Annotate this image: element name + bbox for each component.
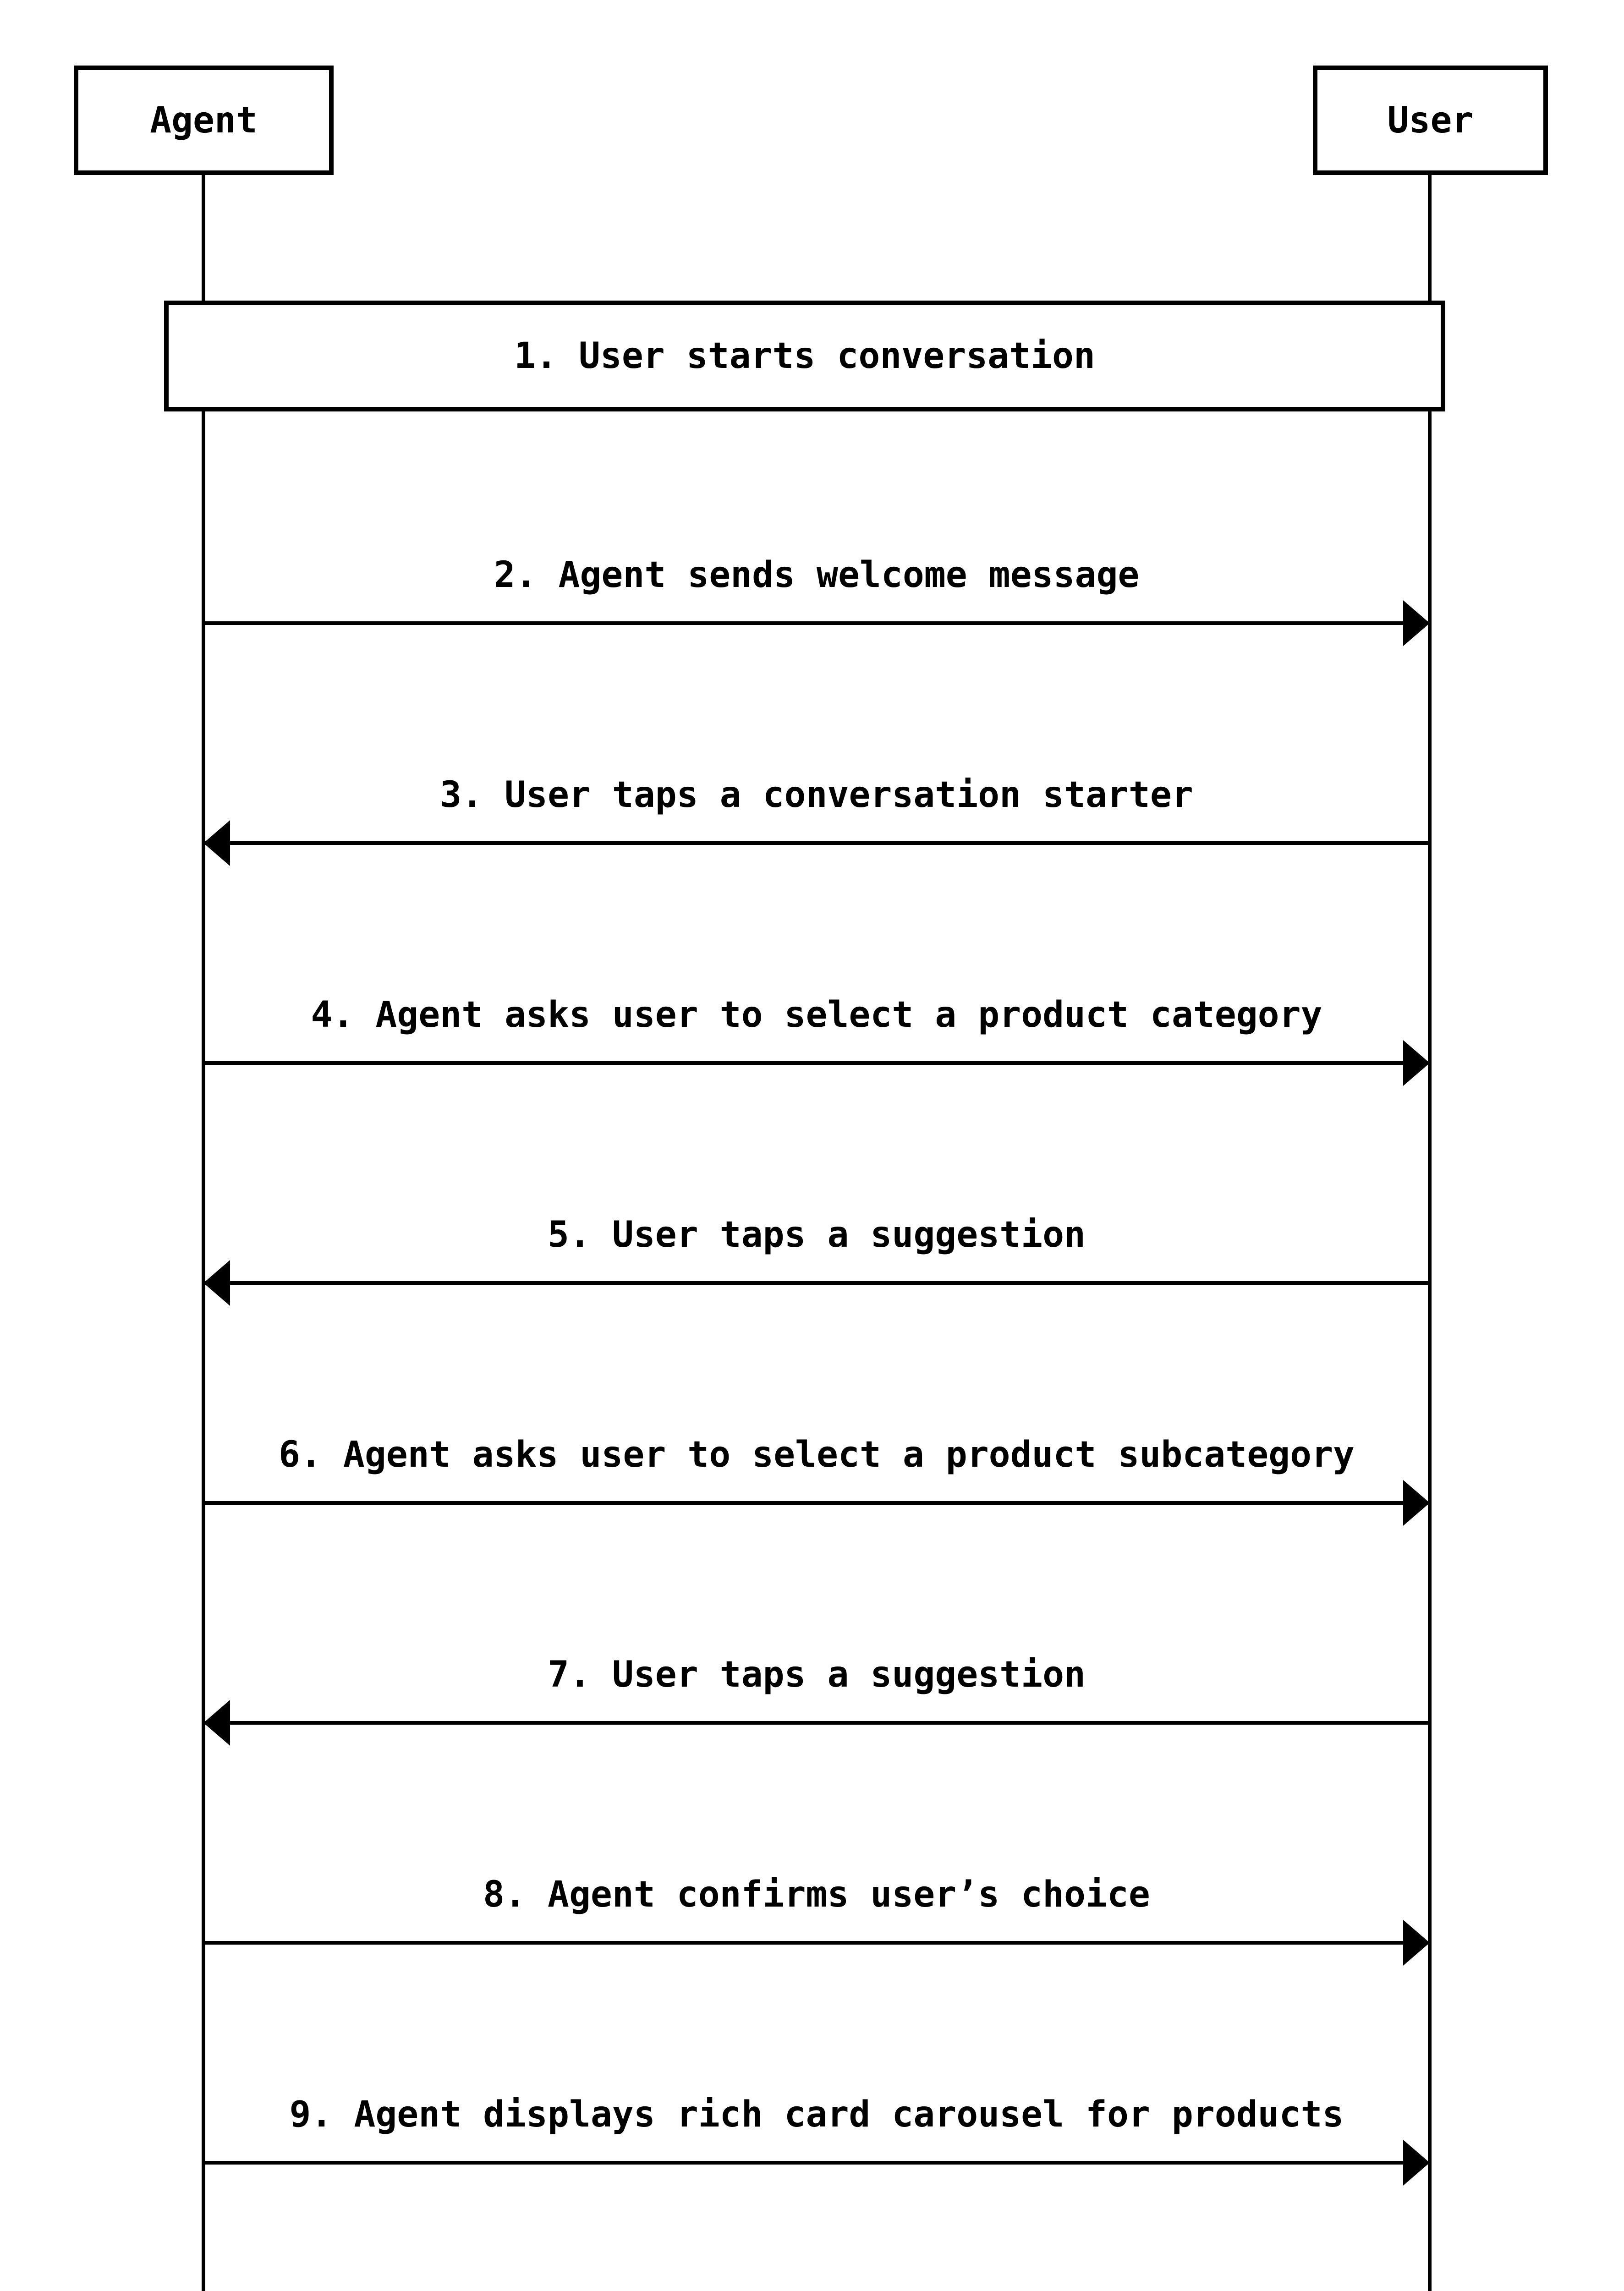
message-9-text: 9. Agent displays rich card carousel for… — [289, 2094, 1344, 2135]
message-5-arrowhead-icon — [203, 1260, 230, 1306]
actor-agent-top: Agent — [74, 66, 334, 175]
message-8-text: 8. Agent confirms user’s choice — [483, 1874, 1150, 1915]
message-3-label: 3. User taps a conversation starter — [203, 724, 1430, 818]
message-7-arrowhead-icon — [203, 1700, 230, 1746]
message-8-label: 8. Agent confirms user’s choice — [203, 1824, 1430, 1918]
message-8-arrowhead-icon — [1403, 1920, 1430, 1966]
message-8-arrow-line — [203, 1941, 1430, 1945]
message-7-arrow-line — [203, 1721, 1430, 1725]
actor-user-top-label: User — [1387, 99, 1474, 141]
message-4-label: 4. Agent asks user to select a product c… — [203, 944, 1430, 1038]
message-4-text: 4. Agent asks user to select a product c… — [311, 994, 1322, 1036]
actor-user-top: User — [1313, 66, 1548, 175]
message-7: 7. User taps a suggestion — [203, 1604, 1430, 1752]
user-lifeline — [1428, 175, 1432, 2291]
message-2-label: 2. Agent sends welcome message — [203, 504, 1430, 598]
message-6: 6. Agent asks user to select a product s… — [203, 1384, 1430, 1532]
message-6-arrow-line — [203, 1501, 1430, 1505]
message-6-text: 6. Agent asks user to select a product s… — [279, 1434, 1355, 1475]
message-2-arrow-line — [203, 621, 1430, 625]
message-2-text: 2. Agent sends welcome message — [494, 554, 1140, 596]
message-10: 10. User selects a product — [203, 2264, 1430, 2291]
message-7-text: 7. User taps a suggestion — [548, 1654, 1086, 1695]
agent-lifeline — [202, 175, 205, 2291]
message-9-arrowhead-icon — [1403, 2140, 1430, 2186]
message-4-arrow-line — [203, 1061, 1430, 1065]
message-3-arrowhead-icon — [203, 820, 230, 866]
message-3-arrow-line — [203, 841, 1430, 845]
message-5-arrow-line — [203, 1281, 1430, 1285]
message-4: 4. Agent asks user to select a product c… — [203, 944, 1430, 1092]
message-2-arrowhead-icon — [1403, 600, 1430, 646]
message-4-arrowhead-icon — [1403, 1040, 1430, 1086]
message-9-label: 9. Agent displays rich card carousel for… — [203, 2044, 1430, 2138]
message-8: 8. Agent confirms user’s choice — [203, 1824, 1430, 1972]
message-3: 3. User taps a conversation starter — [203, 724, 1430, 872]
message-9: 9. Agent displays rich card carousel for… — [203, 2044, 1430, 2192]
message-2: 2. Agent sends welcome message — [203, 504, 1430, 652]
message-5-text: 5. User taps a suggestion — [548, 1214, 1086, 1255]
message-7-label: 7. User taps a suggestion — [203, 1604, 1430, 1698]
message-6-label: 6. Agent asks user to select a product s… — [203, 1384, 1430, 1478]
note-banner-text: 1. User starts conversation — [514, 335, 1095, 377]
message-5-label: 5. User taps a suggestion — [203, 1164, 1430, 1258]
actor-agent-top-label: Agent — [150, 99, 258, 141]
note-banner: 1. User starts conversation — [164, 301, 1445, 411]
message-6-arrowhead-icon — [1403, 1480, 1430, 1526]
message-9-arrow-line — [203, 2161, 1430, 2165]
message-3-text: 3. User taps a conversation starter — [440, 774, 1193, 816]
message-5: 5. User taps a suggestion — [203, 1164, 1430, 1312]
message-10-label: 10. User selects a product — [203, 2264, 1430, 2291]
